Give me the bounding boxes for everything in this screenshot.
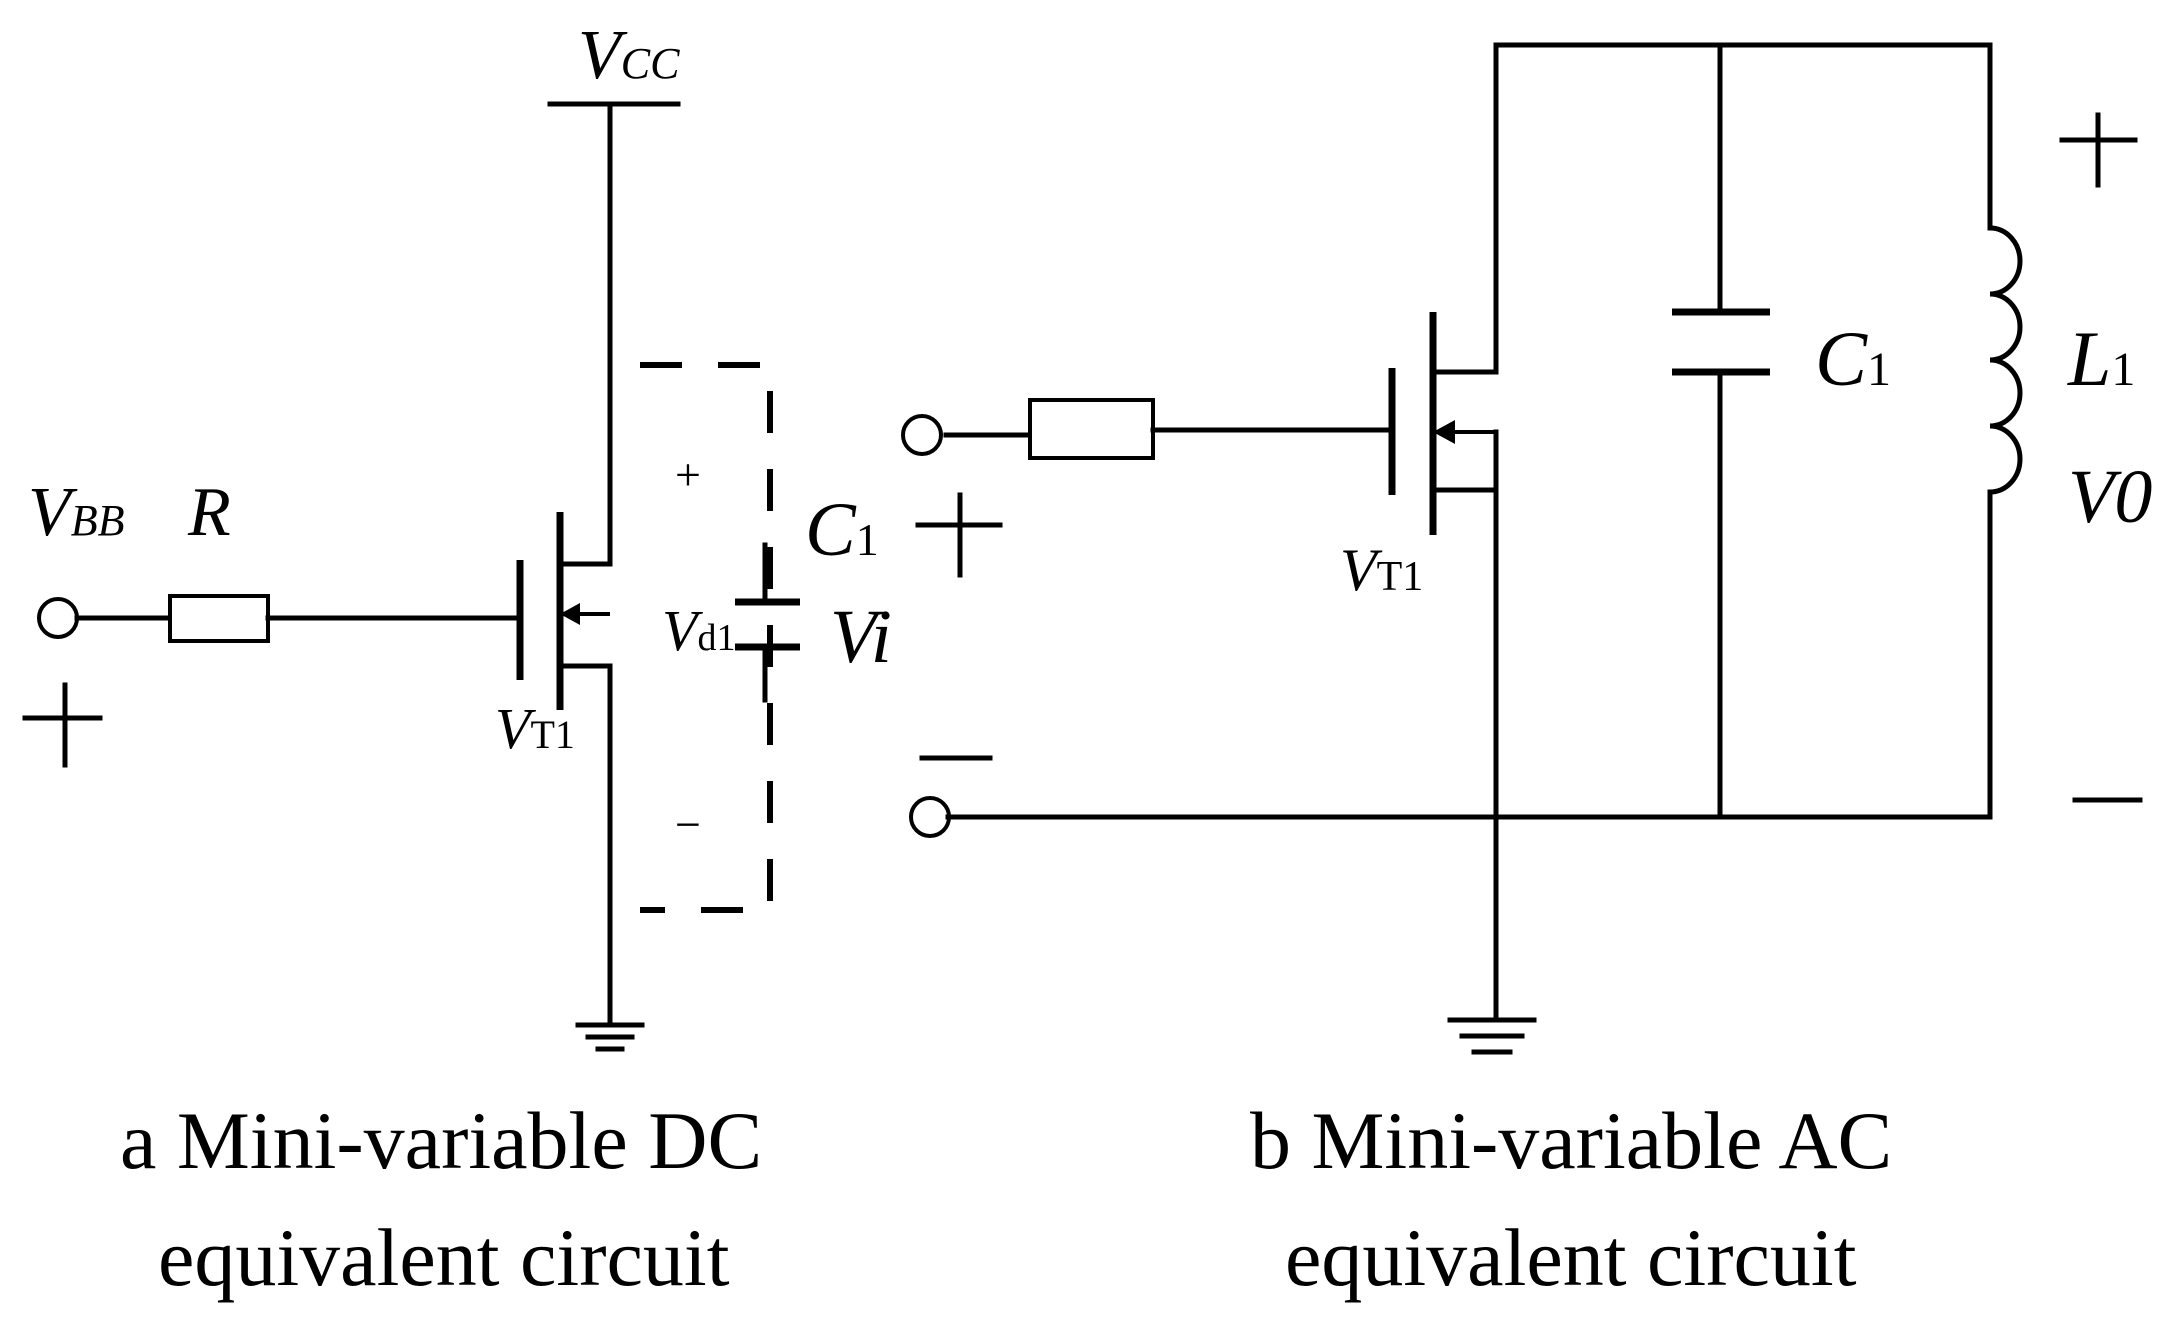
caption-a-line2: equivalent circuit [158,1212,730,1303]
transistor-b-label: VT1 [1340,537,1423,603]
box-plus: + [675,449,701,500]
ac-input-terminal-bottom [909,796,951,838]
capacitor-b-label: C1 [1815,315,1891,402]
box-minus: − [675,799,701,850]
resistor-label: R [187,474,231,551]
transistor-a-label: VT1 [495,696,575,761]
dc-circuit: VCC VT1 VBB R C1 Vd1 Vi + − [22,17,892,1303]
caption-a-line1: a Mini-variable DC [120,1095,762,1186]
mosfet-b-arrow [1433,420,1455,444]
vbb-label: VBB [28,474,125,551]
capacitor-a-label: C1 [805,488,879,572]
inductor-label: L1 [2067,315,2135,402]
ac-circuit: VT1 C1 L1 V0 b Mini-variable AC equivale… [901,42,2152,1303]
v0-label: V0 [2068,455,2152,539]
vd-label: Vd1 [662,598,735,663]
mosfet-arrow [560,603,580,625]
ac-resistor [1028,398,1155,460]
inductor-coil [1987,225,2023,495]
caption-b-line1: b Mini-variable AC [1250,1095,1892,1186]
resistor-r [168,594,270,643]
vbb-terminal [37,597,79,639]
caption-b-line2: equivalent circuit [1285,1212,1857,1303]
vi-label: Vi [830,595,892,679]
vcc-label: VCC [578,17,680,94]
ac-input-terminal-top [901,414,943,456]
dashed-box [640,362,773,913]
